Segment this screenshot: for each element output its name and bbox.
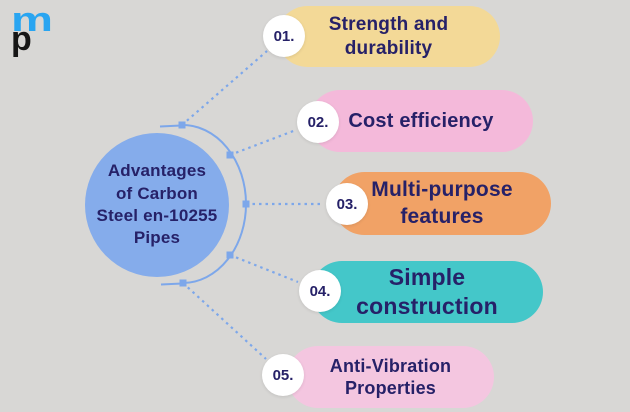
advantage-label-4: Simple construction bbox=[356, 264, 498, 319]
number-badge-4: 04. bbox=[299, 270, 341, 312]
arc-node-5 bbox=[179, 279, 187, 287]
number-badge-1: 01. bbox=[263, 15, 305, 57]
advantage-label-5: Anti-Vibration Properties bbox=[329, 355, 452, 399]
dotted-connectors bbox=[181, 50, 324, 360]
advantage-pill-5: Anti-Vibration Properties bbox=[287, 346, 494, 408]
connector-item-1 bbox=[181, 50, 268, 126]
connector-item-2 bbox=[229, 128, 297, 157]
advantage-pill-2: Cost efficiency bbox=[309, 90, 533, 152]
arc-node-4 bbox=[226, 251, 234, 259]
logo-letter-m: m bbox=[11, 1, 53, 39]
hub-title-line: Advantages bbox=[107, 161, 207, 181]
number-badge-text-1: 01. bbox=[273, 27, 295, 45]
connector-item-4 bbox=[229, 253, 299, 284]
connector-item-5 bbox=[182, 282, 267, 360]
number-badge-text-5: 05. bbox=[272, 366, 294, 384]
advantage-pill-1: Strength and durability bbox=[277, 6, 500, 67]
arc-node-2 bbox=[226, 151, 234, 159]
number-badge-5: 05. bbox=[262, 354, 304, 396]
brand-logo-icon: p m bbox=[11, 1, 53, 58]
central-topic-circle: Advantages of Carbon Steel en-10255 Pipe… bbox=[85, 133, 229, 277]
arc-top-tick bbox=[159, 124, 182, 128]
number-badge-2: 02. bbox=[297, 101, 339, 143]
advantage-pill-3: Multi-purpose features bbox=[333, 172, 551, 235]
advantage-pill-4: Simple construction bbox=[311, 261, 543, 323]
logo-letter-p: p bbox=[11, 20, 32, 58]
advantage-label-3: Multi-purpose features bbox=[371, 178, 513, 228]
number-badge-text-4: 04. bbox=[309, 282, 331, 300]
arc-node-3 bbox=[242, 200, 250, 208]
hub-title-line: of Carbon bbox=[115, 183, 199, 203]
hub-title-line: Pipes bbox=[133, 228, 181, 248]
arc-node-1 bbox=[178, 121, 186, 129]
advantage-label-1: Strength and durability bbox=[328, 13, 449, 59]
advantage-label-2: Cost efficiency bbox=[348, 109, 494, 132]
number-badge-text-3: 03. bbox=[336, 195, 358, 213]
arc-bottom-tick bbox=[160, 282, 183, 286]
number-badge-3: 03. bbox=[326, 183, 368, 225]
arc-nodes bbox=[178, 121, 250, 287]
hub-title-line: Steel en-10255 bbox=[96, 206, 218, 225]
number-badge-text-2: 02. bbox=[307, 113, 329, 131]
